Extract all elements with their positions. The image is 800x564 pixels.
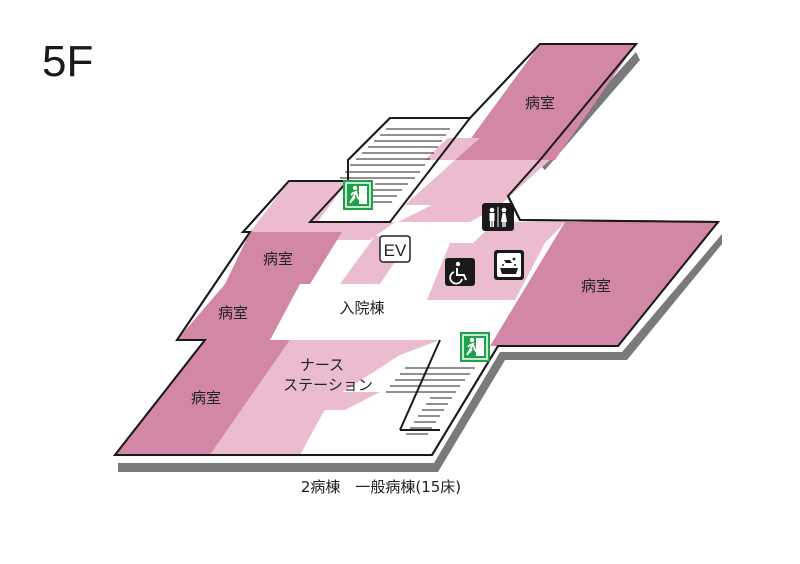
ward-building-label: 入院棟 [339, 299, 384, 317]
area-upper-mid2 [398, 205, 500, 222]
area-nurse-station [210, 340, 440, 455]
wheelchair-icon [445, 258, 475, 286]
sink-icon [494, 250, 524, 280]
stairs-lower [386, 367, 475, 435]
area-upper-mid [405, 160, 550, 205]
emergency-exit-icon [343, 180, 373, 210]
nurse-station-label-1: ナース [300, 356, 344, 374]
room-right [490, 222, 718, 346]
nurse-station-label-2: ステーション [283, 376, 373, 394]
room-label-left-upper: 病室 [263, 250, 293, 268]
area-left-top [250, 181, 348, 232]
room-upper-right [455, 44, 636, 160]
area-nurse-station2 [318, 392, 380, 410]
room-label-upper-right: 病室 [525, 94, 555, 112]
room-left-lower [177, 284, 300, 340]
elevator-sign: EV [379, 235, 411, 263]
wall-outlines [112, 43, 721, 456]
stairs-upper [340, 128, 450, 203]
room-left-upper [225, 232, 342, 284]
room-bottom-left [115, 340, 290, 455]
elevator-label: EV [384, 241, 407, 260]
room-label-left-lower: 病室 [218, 304, 248, 322]
floor-label: 5F [42, 37, 93, 86]
room-label-right: 病室 [581, 277, 611, 295]
emergency-exit-icon [460, 332, 490, 362]
floor-caption: 2病棟 一般病棟(15床) [301, 478, 461, 496]
area-upper-mid3 [425, 138, 480, 160]
room-label-bottom-left: 病室 [191, 389, 221, 407]
restroom-icon [482, 203, 514, 231]
